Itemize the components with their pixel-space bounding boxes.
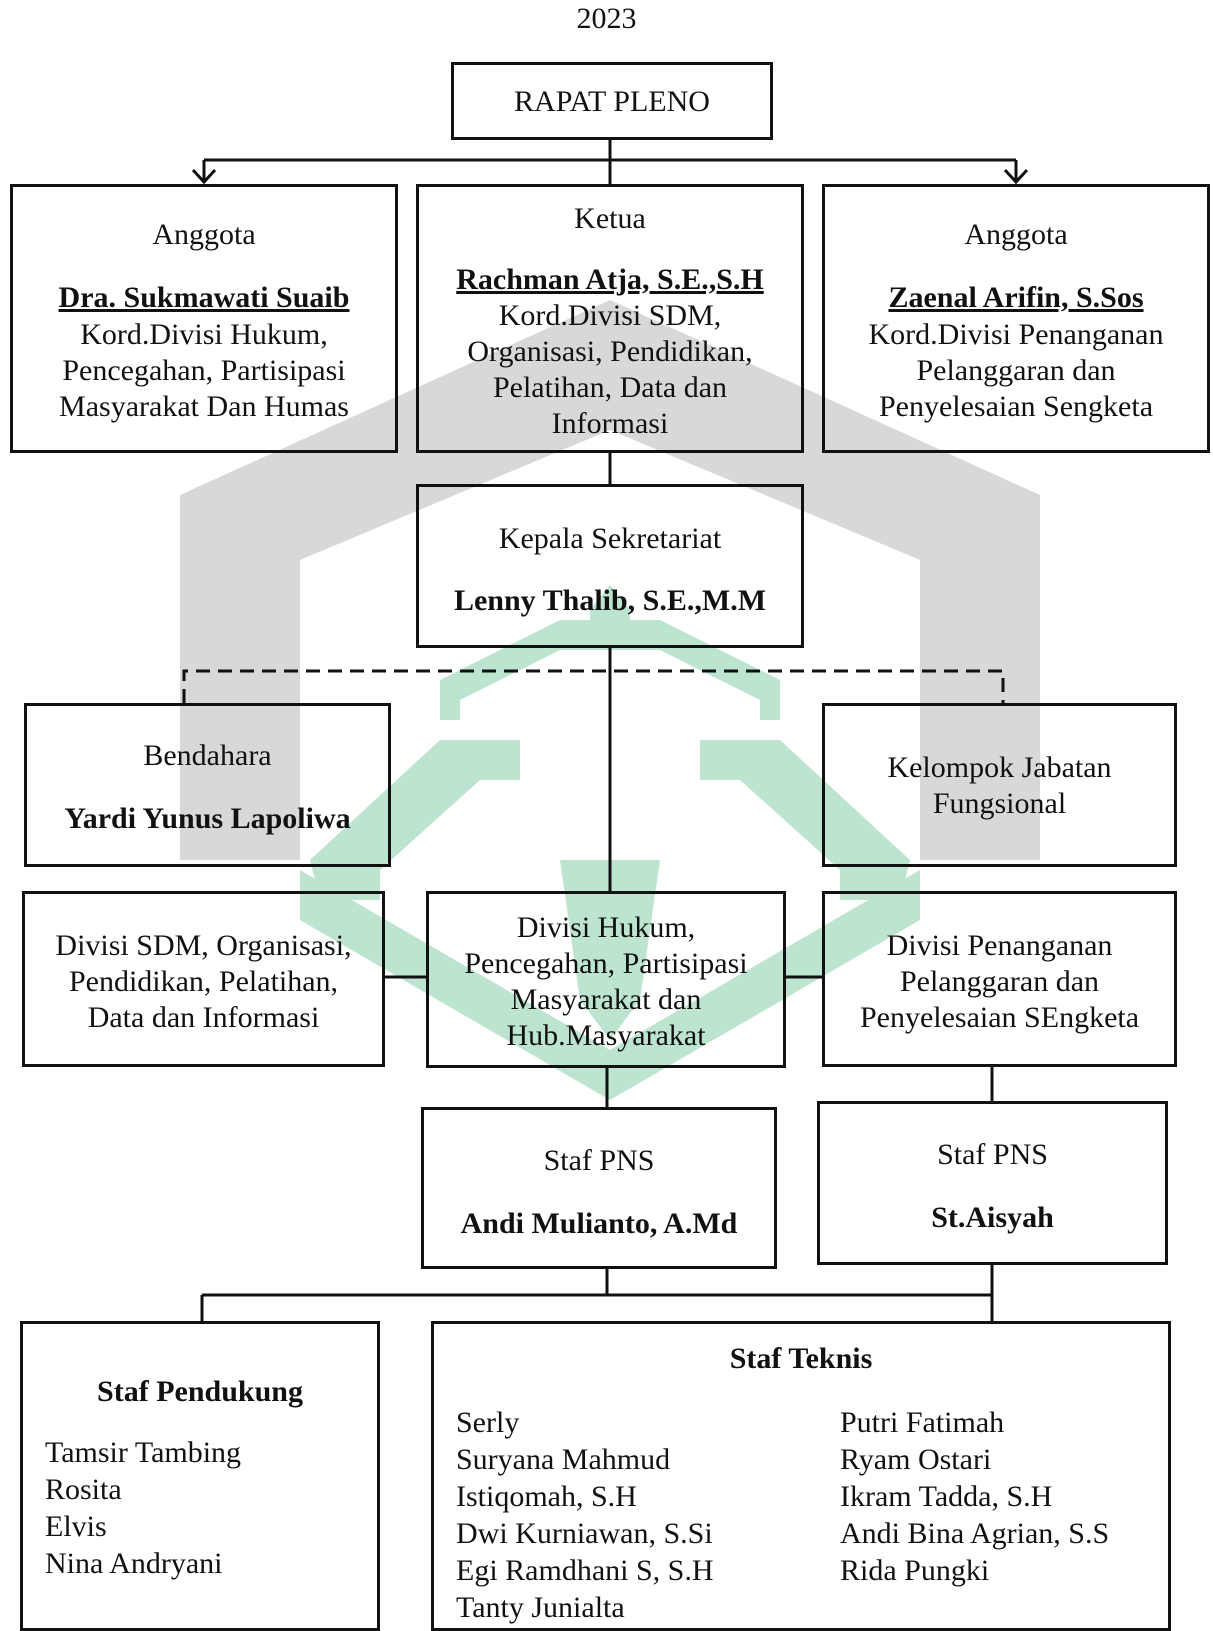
rapat-pleno-title: RAPAT PLENO <box>514 85 710 118</box>
anggota-left-name: Dra. Sukmawati Suaib <box>58 281 350 314</box>
ketua-line-3: Pelatihan, Data dan <box>492 371 728 404</box>
divisi-penanganan-line-1: Divisi Penanganan <box>886 929 1113 962</box>
staf-teknis-member: Suryana Mahmud <box>456 1443 671 1476</box>
bendahara-box: Bendahara Yardi Yunus Lapoliwa <box>24 703 391 867</box>
anggota-left-line-3: Masyarakat Dan Humas <box>59 390 349 423</box>
staf-pns-left-box: Staf PNS Andi Mulianto, A.Md <box>421 1107 777 1269</box>
divisi-hukum-line-3: Masyarakat dan <box>510 983 702 1016</box>
staf-pendukung-member: Rosita <box>45 1473 122 1506</box>
watermark-green-lower <box>310 740 520 900</box>
staf-teknis-member: Egi Ramdhani S, S.H <box>456 1554 714 1587</box>
divisi-hukum-line-4: Hub.Masyarakat <box>506 1019 706 1052</box>
kepala-sekretariat-box: Kepala Sekretariat Lenny Thalib, S.E.,M.… <box>416 484 804 648</box>
divisi-sdm-box: Divisi SDM, Organisasi, Pendidikan, Pela… <box>22 891 385 1067</box>
divisi-hukum-line-2: Pencegahan, Partisipasi <box>464 947 748 980</box>
anggota-right-line-1: Kord.Divisi Penanganan <box>868 318 1164 351</box>
ketua-box: Ketua Rachman Atja, S.E.,S.H Kord.Divisi… <box>416 184 804 453</box>
staf-pendukung-list: Tamsir Tambing Rosita Elvis Nina Andryan… <box>45 1434 241 1582</box>
staf-teknis-member: Putri Fatimah <box>840 1406 1005 1439</box>
staf-teknis-member: Ikram Tadda, S.H <box>840 1480 1053 1513</box>
anggota-left-box: Anggota Dra. Sukmawati Suaib Kord.Divisi… <box>10 184 398 453</box>
rapat-pleno-box: RAPAT PLENO <box>451 62 773 140</box>
staf-pns-right-box: Staf PNS St.Aisyah <box>817 1101 1168 1265</box>
staf-pendukung-member: Nina Andryani <box>45 1547 223 1580</box>
kelompok-line-1: Kelompok Jabatan <box>887 751 1112 784</box>
anggota-right-line-3: Penyelesaian Sengketa <box>878 390 1154 423</box>
kelompok-line-2: Fungsional <box>932 787 1067 820</box>
anggota-left-role: Anggota <box>152 218 256 251</box>
anggota-right-box: Anggota Zaenal Arifin, S.Sos Kord.Divisi… <box>822 184 1210 453</box>
anggota-left-line-1: Kord.Divisi Hukum, <box>80 318 328 351</box>
staf-teknis-member: Andi Bina Agrian, S.S <box>840 1517 1110 1550</box>
staf-teknis-member: Tanty Junialta <box>456 1591 625 1624</box>
ketua-role: Ketua <box>574 202 646 235</box>
divisi-sdm-line-3: Data dan Informasi <box>87 1001 320 1034</box>
watermark-green-lower-right <box>700 740 910 900</box>
anggota-right-line-2: Pelanggaran dan <box>916 354 1116 387</box>
staf-pendukung-title: Staf Pendukung <box>97 1375 303 1408</box>
staf-pendukung-member: Elvis <box>45 1510 107 1543</box>
kepala-name: Lenny Thalib, S.E.,M.M <box>453 584 767 617</box>
staf-pns-right-name: St.Aisyah <box>931 1201 1054 1234</box>
ketua-line-2: Organisasi, Pendidikan, <box>467 335 753 368</box>
staf-teknis-col-1: Serly Suryana Mahmud Istiqomah, S.H Dwi … <box>456 1404 714 1626</box>
staf-teknis-title: Staf Teknis <box>729 1342 873 1375</box>
kelompok-jabatan-box: Kelompok Jabatan Fungsional <box>822 703 1177 867</box>
ketua-name: Rachman Atja, S.E.,S.H <box>456 263 764 296</box>
staf-pns-left-role: Staf PNS <box>543 1144 655 1177</box>
divisi-penanganan-line-3: Penyelesaian SEngketa <box>859 1001 1140 1034</box>
staf-teknis-member: Ryam Ostari <box>840 1443 992 1476</box>
anggota-left-line-2: Pencegahan, Partisipasi <box>62 354 346 387</box>
staf-pns-left-name: Andi Mulianto, A.Md <box>460 1207 738 1240</box>
staf-pendukung-member: Tamsir Tambing <box>45 1436 242 1469</box>
staf-pns-right-role: Staf PNS <box>937 1138 1048 1171</box>
divisi-sdm-line-2: Pendidikan, Pelatihan, <box>68 965 339 998</box>
bendahara-name: Yardi Yunus Lapoliwa <box>64 802 351 835</box>
watermark-green-pen <box>560 860 660 1040</box>
kepala-role: Kepala Sekretariat <box>498 522 722 555</box>
staf-teknis-member: Istiqomah, S.H <box>456 1480 637 1513</box>
anggota-right-name: Zaenal Arifin, S.Sos <box>888 281 1144 314</box>
staf-teknis-member: Dwi Kurniawan, S.Si <box>456 1517 713 1550</box>
staf-pendukung-box: Staf Pendukung Tamsir Tambing Rosita Elv… <box>20 1321 380 1631</box>
divisi-penanganan-box: Divisi Penanganan Pelanggaran dan Penyel… <box>822 891 1177 1067</box>
divisi-hukum-box: Divisi Hukum, Pencegahan, Partisipasi Ma… <box>426 891 786 1068</box>
bendahara-role: Bendahara <box>143 739 272 772</box>
anggota-right-role: Anggota <box>964 218 1068 251</box>
staf-teknis-box: Staf Teknis Serly Suryana Mahmud Istiqom… <box>431 1321 1171 1631</box>
ketua-line-1: Kord.Divisi SDM, <box>498 299 722 332</box>
staf-teknis-member: Rida Pungki <box>840 1554 990 1587</box>
staf-teknis-col-2: Putri Fatimah Ryam Ostari Ikram Tadda, S… <box>840 1404 1109 1589</box>
staf-teknis-member: Serly <box>456 1406 520 1439</box>
year-label: 2023 <box>576 2 637 35</box>
ketua-line-4: Informasi <box>551 407 669 440</box>
divisi-hukum-line-1: Divisi Hukum, <box>516 911 696 944</box>
watermark-green-diamond <box>300 870 920 1100</box>
divisi-sdm-line-1: Divisi SDM, Organisasi, <box>55 929 352 962</box>
divisi-penanganan-line-2: Pelanggaran dan <box>899 965 1100 998</box>
